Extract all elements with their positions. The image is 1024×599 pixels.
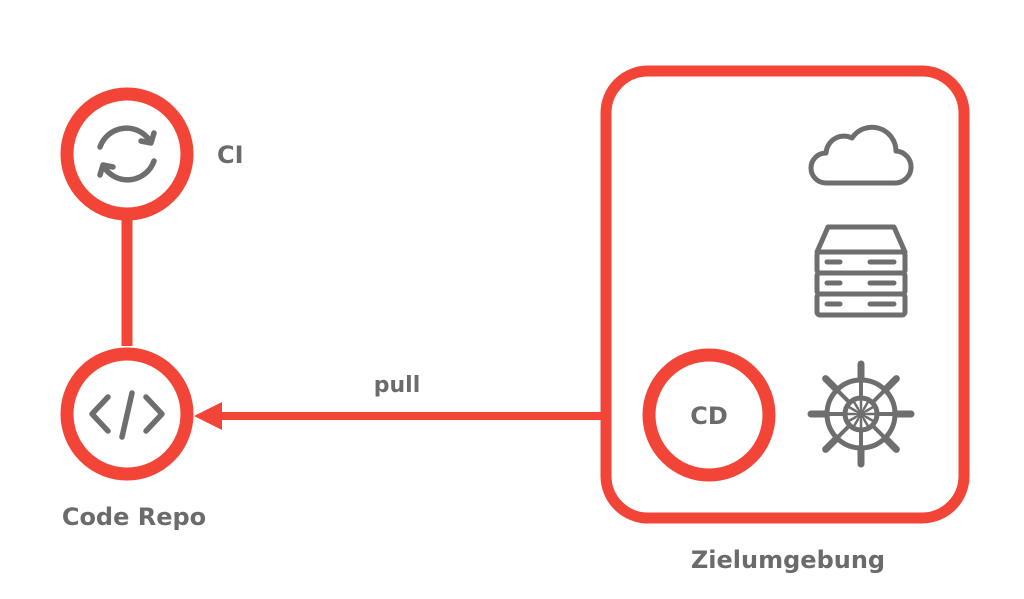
ship-wheel-icon (807, 360, 915, 468)
refresh-icon (97, 125, 157, 183)
cloud-icon (808, 124, 914, 186)
pull-arrow (194, 402, 604, 430)
ci-label: CI (217, 141, 244, 169)
code-repo-node (60, 347, 194, 481)
cd-node (642, 348, 776, 482)
server-stack-icon (814, 224, 908, 318)
cd-label: CD (690, 402, 728, 430)
target-environment-label: Zielumgebung (691, 546, 885, 574)
code-repo-label: Code Repo (62, 503, 206, 531)
target-environment-box (600, 65, 970, 524)
ci-node (60, 87, 194, 221)
code-icon (89, 390, 165, 440)
pull-label: pull (374, 373, 421, 398)
